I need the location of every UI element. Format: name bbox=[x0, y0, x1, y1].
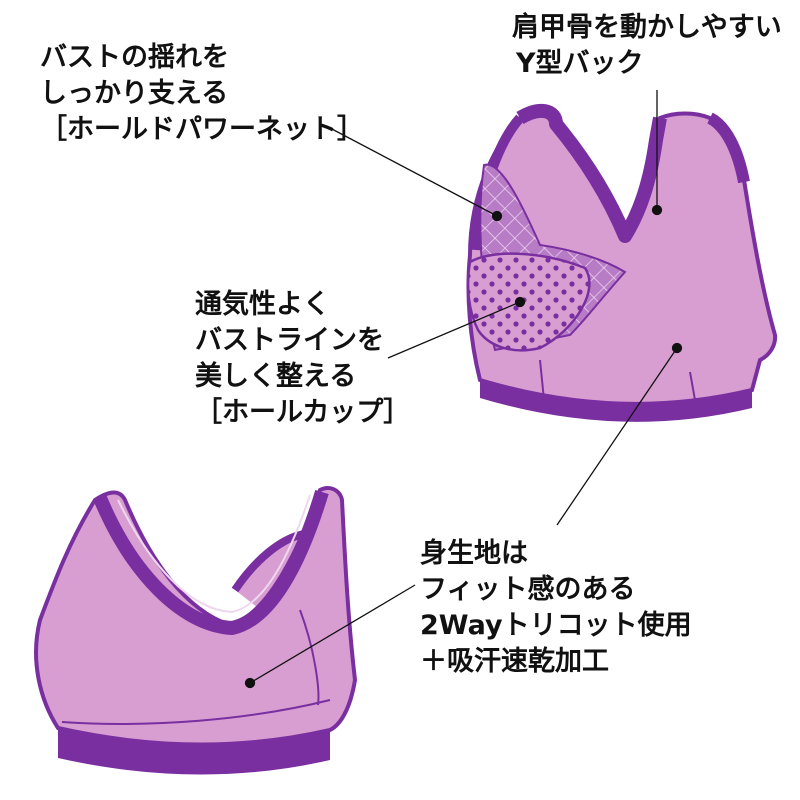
callout-leaders bbox=[244, 90, 683, 689]
callout-cup: 通気性よく バストラインを 美しく整える ［ホールカップ］ bbox=[195, 289, 411, 428]
callout-back: 肩甲骨を動かしやすい Y型バック bbox=[512, 12, 782, 79]
sports-bra-front-view bbox=[34, 486, 358, 775]
sports-bra-back-view bbox=[466, 103, 778, 422]
callout-support: バストの揺れを しっかり支える ［ホールドパワーネット］ bbox=[40, 42, 364, 145]
callout-fabric: 身生地は フィット感のある 2Wayトリコット使用 ＋吸汗速乾加工 bbox=[420, 538, 692, 677]
